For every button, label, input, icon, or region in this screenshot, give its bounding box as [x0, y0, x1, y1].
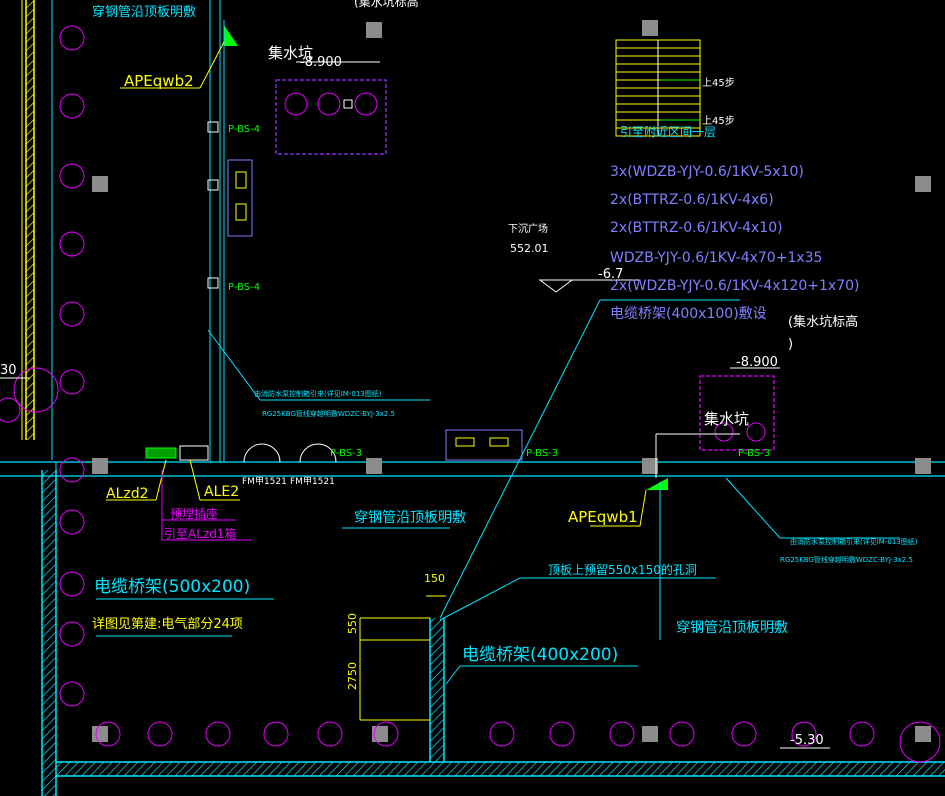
sump-pit-top	[275, 61, 387, 155]
label-level-67: -6.7	[598, 267, 623, 282]
label-pbs4-a: P-BS-4	[228, 124, 260, 135]
left-sprinkler-circles	[0, 25, 85, 707]
label-cable-5: 2x(WDZB-YJY-0.6/1KV-4x120+1x70)	[610, 278, 859, 294]
dimensions	[359, 595, 446, 721]
label-ale2: ALE2	[204, 484, 239, 500]
label-dim-150: 150	[424, 572, 445, 585]
label-pbs4-b: P-BS-4	[228, 282, 260, 293]
label-steel-pipe-top: 穿钢管沿顶板明敷	[92, 4, 196, 20]
label-note-right-2: RG25KBG管线穿越明敷WDZC-BYJ-3x2.5	[780, 555, 913, 564]
main-corridor-lines	[0, 0, 945, 477]
drawing-labels: 穿钢管沿顶板明敷 APEqwb2 集水坑 -8.900 (集水坑标高 P-BS-…	[0, 0, 918, 748]
label-to-floor: 引至附近区间一层	[620, 125, 716, 139]
label-tray-laid: 电缆桥架(400x100)敷设	[610, 306, 767, 322]
label-level-right: -5.30	[790, 733, 824, 748]
label-pit-top: 集水坑	[268, 44, 313, 62]
label-pit-right: 集水坑	[704, 410, 749, 428]
label-fm-2: FM甲1521	[290, 476, 335, 487]
label-pit-level-right: -8.900	[736, 355, 778, 370]
lower-left-wall	[41, 470, 57, 796]
label-steel-pipe-mid: 穿钢管沿顶板明敷	[354, 510, 466, 526]
label-slab-hole: 顶板上预留550x150的孔洞	[548, 562, 697, 577]
arrow-top-icon	[224, 25, 238, 46]
label-cable-3: 2x(BTTRZ-0.6/1KV-4x10)	[610, 220, 783, 236]
grid-markers	[92, 20, 931, 742]
label-stairs-1: 上45步	[702, 77, 735, 89]
label-sunken-level: 552.01	[510, 242, 549, 255]
label-note-left-2: RG25KBG管线穿越明敷WDZC-BYJ-3x2.5	[262, 409, 395, 418]
label-pbs3-b: P-BS-3	[526, 448, 558, 459]
label-pit-note-top: (集水坑标高	[354, 0, 419, 9]
label-apeqwb1: APEqwb1	[568, 508, 638, 526]
label-pit-level-top: -8.900	[300, 55, 342, 70]
label-stairs-2: 上45步	[702, 115, 735, 127]
label-cable-4: WDZB-YJY-0.6/1KV-4x70+1x35	[610, 250, 822, 266]
label-tray-500: 电缆桥架(500x200)	[94, 577, 250, 597]
doors	[243, 443, 337, 463]
label-pbs3-a: P-BS-3	[330, 448, 362, 459]
distribution-boxes	[145, 121, 523, 461]
label-cable-2: 2x(BTTRZ-0.6/1KV-4x6)	[610, 192, 774, 208]
label-alzd2: ALzd2	[106, 486, 149, 502]
label-level-left: 30	[0, 363, 17, 378]
bottom-wall	[56, 618, 945, 777]
label-steel-pipe-right: 穿钢管沿顶板明敷	[676, 620, 788, 636]
label-fm-1: FM甲1521	[242, 476, 287, 487]
apeqwb1-marker-icon	[646, 478, 668, 490]
label-see-fig: 详图见第建:电气部分24项	[92, 616, 243, 632]
label-cable-1: 3x(WDZB-YJY-0.6/1KV-5x10)	[610, 164, 804, 180]
level-triangle-sunken	[538, 279, 574, 293]
label-to-alzd1: 引至ALzd1箱	[164, 526, 236, 541]
label-dim-2750: 2750	[346, 662, 359, 690]
leader-lines	[0, 41, 900, 749]
sump-pit-right	[699, 367, 780, 451]
bottom-sprinkler-circles	[95, 721, 941, 763]
stairs	[615, 39, 701, 137]
label-pbs3-c: P-BS-3	[738, 448, 770, 459]
label-paren-close: )	[788, 337, 793, 352]
left-wall	[21, 0, 53, 460]
label-pit-note-right: (集水坑标高	[788, 314, 858, 330]
label-dim-550: 550	[346, 613, 359, 634]
label-apeqwb2: APEqwb2	[124, 72, 194, 90]
label-note-right-1: 由消防水泵控制箱引来(详见IM-013图纸)	[790, 537, 918, 546]
label-sunken-square: 下沉广场	[508, 222, 548, 235]
label-junction: 预埋插座	[170, 506, 218, 521]
label-tray-400: 电缆桥架(400x200)	[462, 645, 618, 665]
label-note-left-1: 由消防水泵控制箱引来(详见IM-013图纸)	[254, 389, 382, 398]
